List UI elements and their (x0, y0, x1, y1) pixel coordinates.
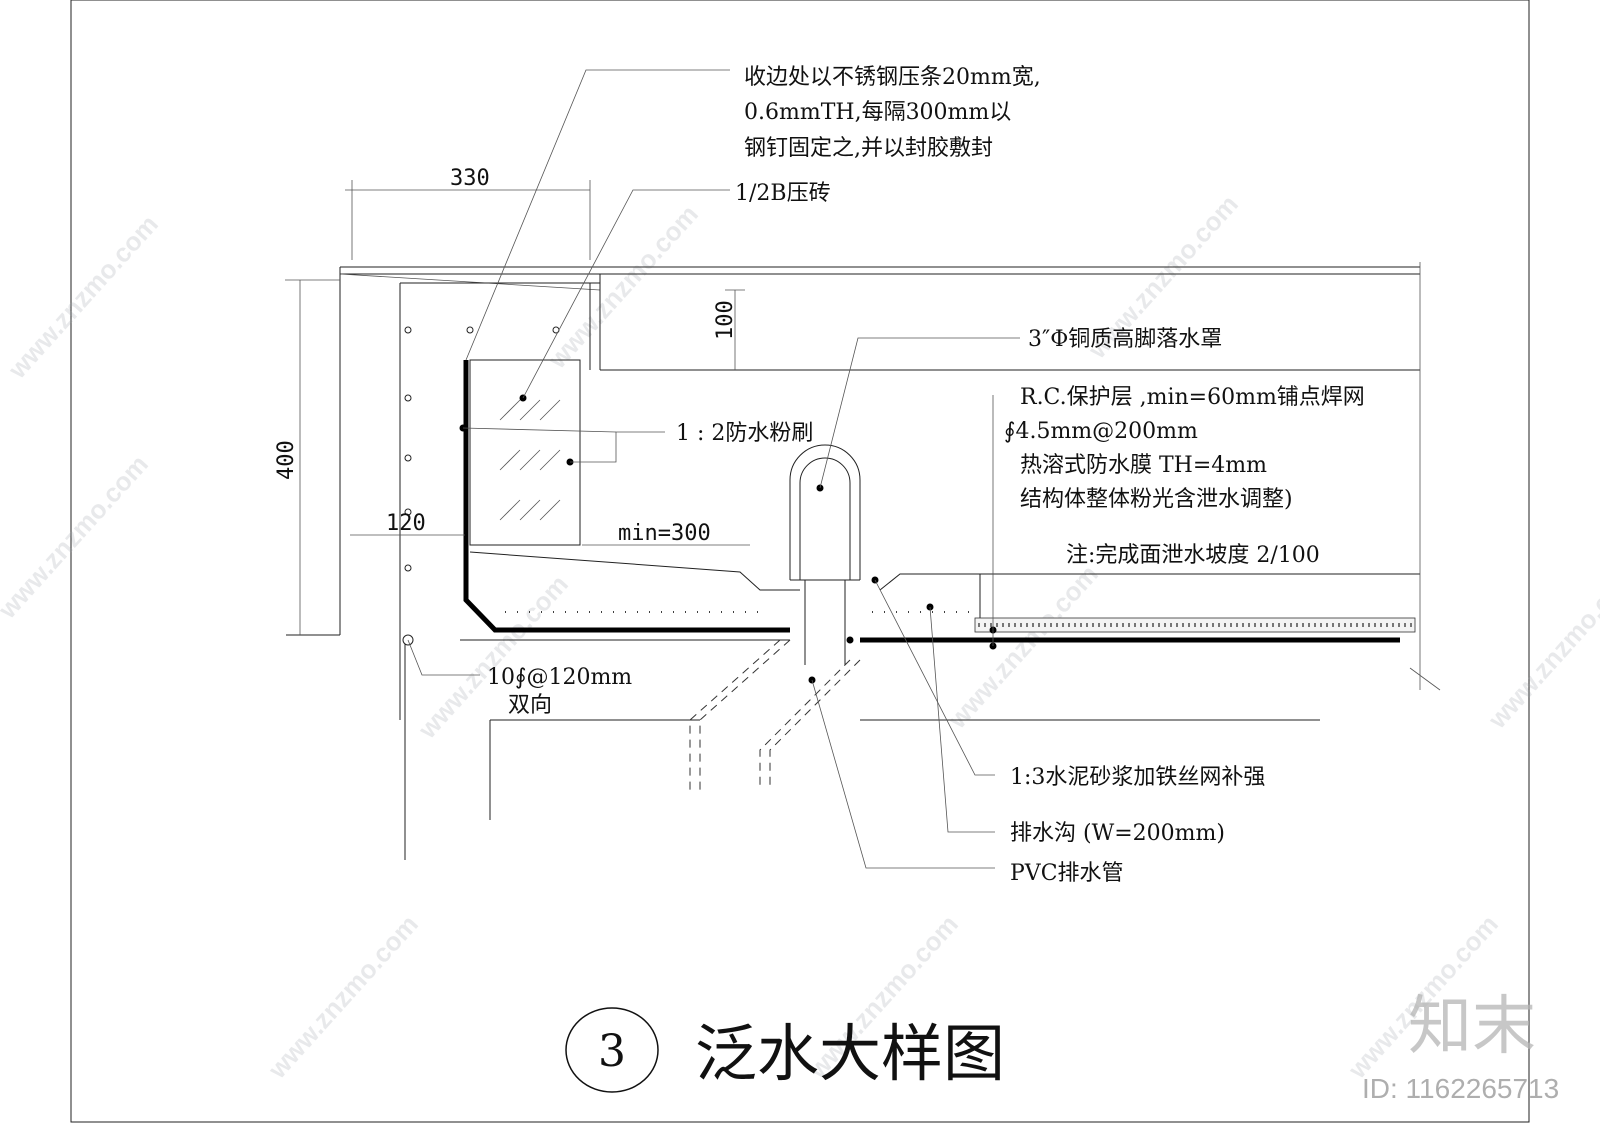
drawing-title: 3 泛水大样图 (565, 1007, 1005, 1093)
dim-wall: 120 (386, 511, 426, 536)
mortar-label: 1:3水泥砂浆加铁丝网补强 (1010, 765, 1265, 790)
watermark-site: www.znzmo.com (541, 199, 703, 375)
dim-min-extent: min=300 (618, 521, 711, 546)
brick-hatch (499, 399, 561, 521)
layers-line2: ∮4.5mm@200mm (1004, 419, 1198, 444)
layers-line3: 热溶式防水膜 TH=4mm (1020, 453, 1267, 478)
leader-lines (407, 69, 1020, 869)
brick-label: 1/2B压砖 (735, 181, 831, 206)
rebar-label-line1: 10∮@120mm (487, 665, 632, 690)
watermark-site: www.znzmo.com (1481, 559, 1600, 735)
gutter-label: 排水沟 (W=200mm) (1010, 821, 1225, 846)
watermark-site: www.znzmo.com (411, 569, 573, 745)
edge-note-line2: 0.6mmTH,每隔300mm以 (744, 100, 1011, 125)
watermark-layer: www.znzmo.com www.znzmo.com www.znzmo.co… (0, 189, 1600, 1085)
edge-note-line1: 收边处以不锈钢压条20mm宽, (744, 65, 1041, 90)
layers-line4: 结构体整体粉光含泄水调整) (1020, 487, 1293, 512)
edge-note-line3: 钢钉固定之,并以封胶敷封 (744, 136, 993, 161)
pipe-label: PVC排水管 (1010, 861, 1124, 886)
watermark-site: www.znzmo.com (1, 209, 163, 385)
structure-outline (286, 262, 1441, 860)
drain-cover-label: 3″Φ铜质高脚落水罩 (1028, 327, 1222, 352)
waterproof-membrane (463, 360, 1400, 643)
membrane-band (974, 617, 1416, 633)
brand-logo-text: 知末 (1408, 990, 1536, 1062)
watermark-site: www.znzmo.com (941, 559, 1103, 735)
dim-top-width: 330 (450, 166, 490, 191)
rebar-label-line2: 双向 (508, 693, 552, 718)
sheet-border (70, 0, 1530, 1123)
watermark-site: www.znzmo.com (0, 449, 154, 625)
dim-curb: 100 (713, 300, 738, 340)
drawing-title-text: 泛水大样图 (695, 1017, 1005, 1090)
dim-height: 400 (274, 440, 299, 480)
watermark-site: www.znzmo.com (261, 909, 423, 1085)
slope-note: 注:完成面泄水坡度 2/100 (1066, 543, 1320, 568)
annotations: 收边处以不锈钢压条20mm宽, 0.6mmTH,每隔300mm以 钢钉固定之,并… (274, 65, 1365, 886)
plaster-label: 1 : 2防水粉刷 (676, 421, 813, 446)
id-text: ID: 1162265713 (1362, 1073, 1559, 1104)
dimension-lines (285, 180, 750, 635)
drawing-number: 3 (598, 1026, 626, 1077)
brand-corner: 知末 ID: 1162265713 (1362, 990, 1559, 1104)
layers-line1: R.C.保护层 ,min=60mm铺点焊网 (1020, 385, 1365, 410)
drawing-number-circle (565, 1007, 659, 1093)
